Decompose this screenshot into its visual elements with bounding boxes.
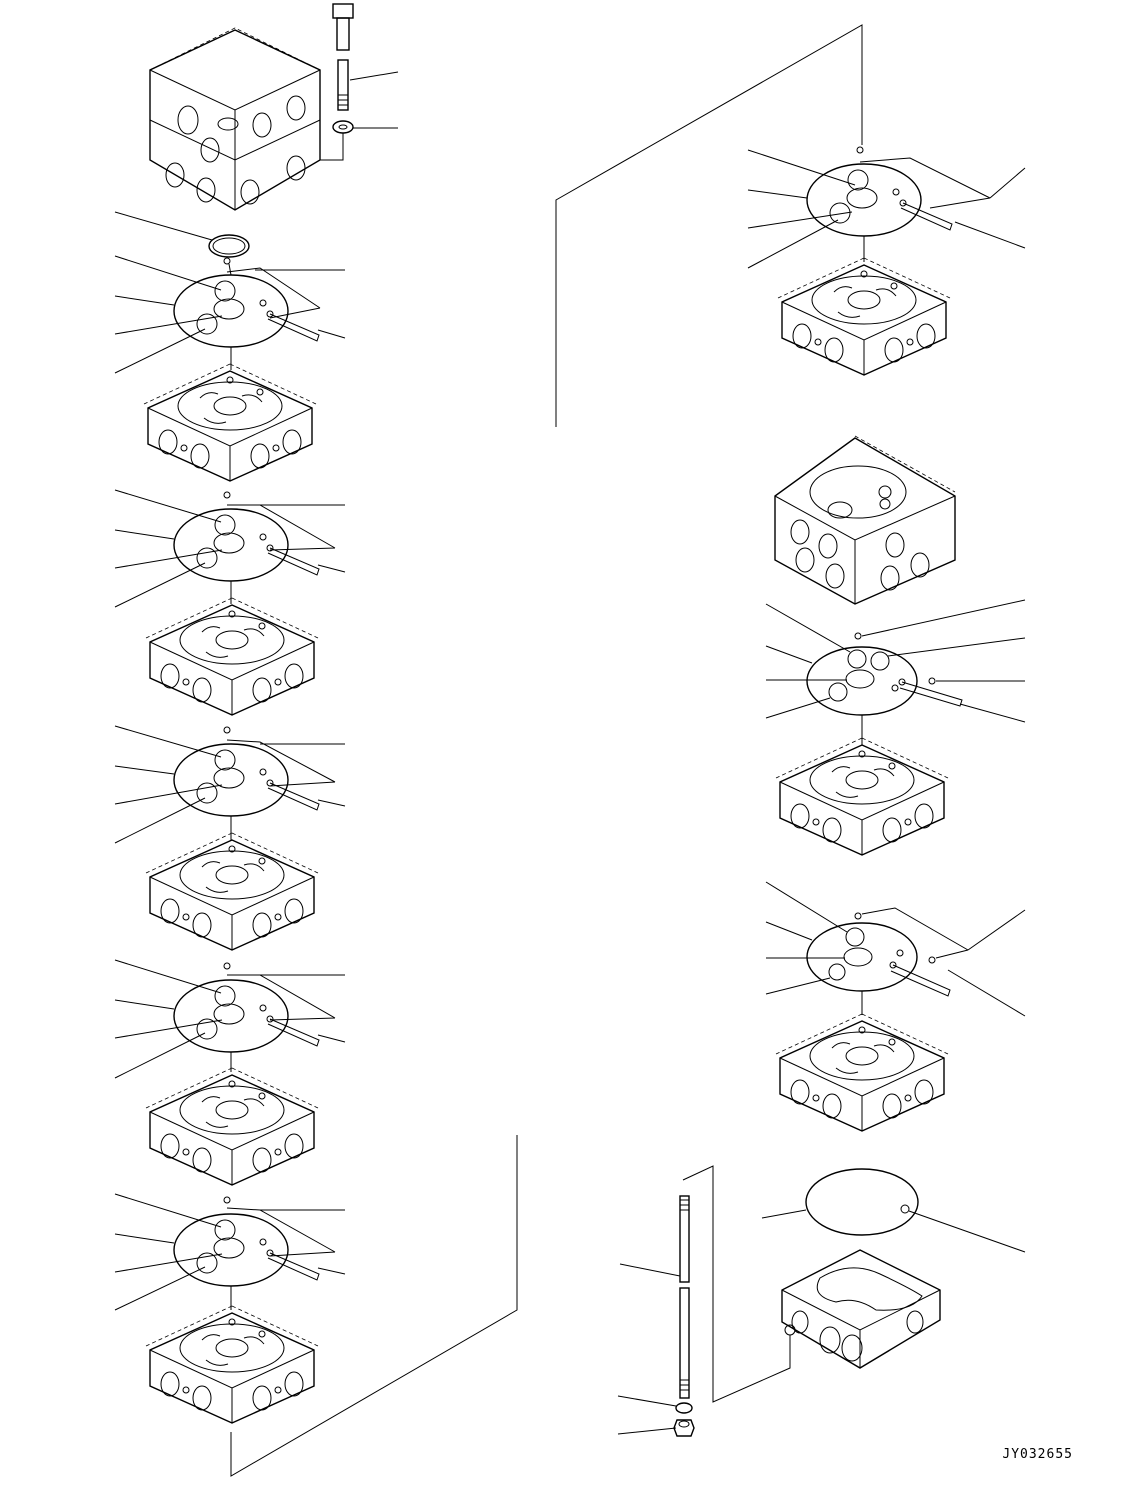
- left-section-4: [114, 959, 346, 1186]
- left-section-2: [114, 489, 346, 716]
- tie-stud-and-nut: [617, 1195, 695, 1437]
- end-gasket: [761, 1168, 1026, 1253]
- right-section-3: [765, 881, 1026, 1132]
- right-block-large: [774, 435, 956, 605]
- left-section-3: [114, 725, 346, 951]
- top-valve-block: [149, 27, 321, 211]
- tie-bolt: [320, 3, 399, 161]
- left-section-1: [114, 255, 346, 482]
- left-section-5: [114, 1193, 346, 1424]
- end-cover-block: [682, 1165, 941, 1403]
- o-ring: [114, 211, 250, 258]
- right-section-2: [765, 599, 1026, 856]
- drawing-code-label: JY032655: [1002, 1447, 1073, 1462]
- right-section-1: [747, 146, 1026, 376]
